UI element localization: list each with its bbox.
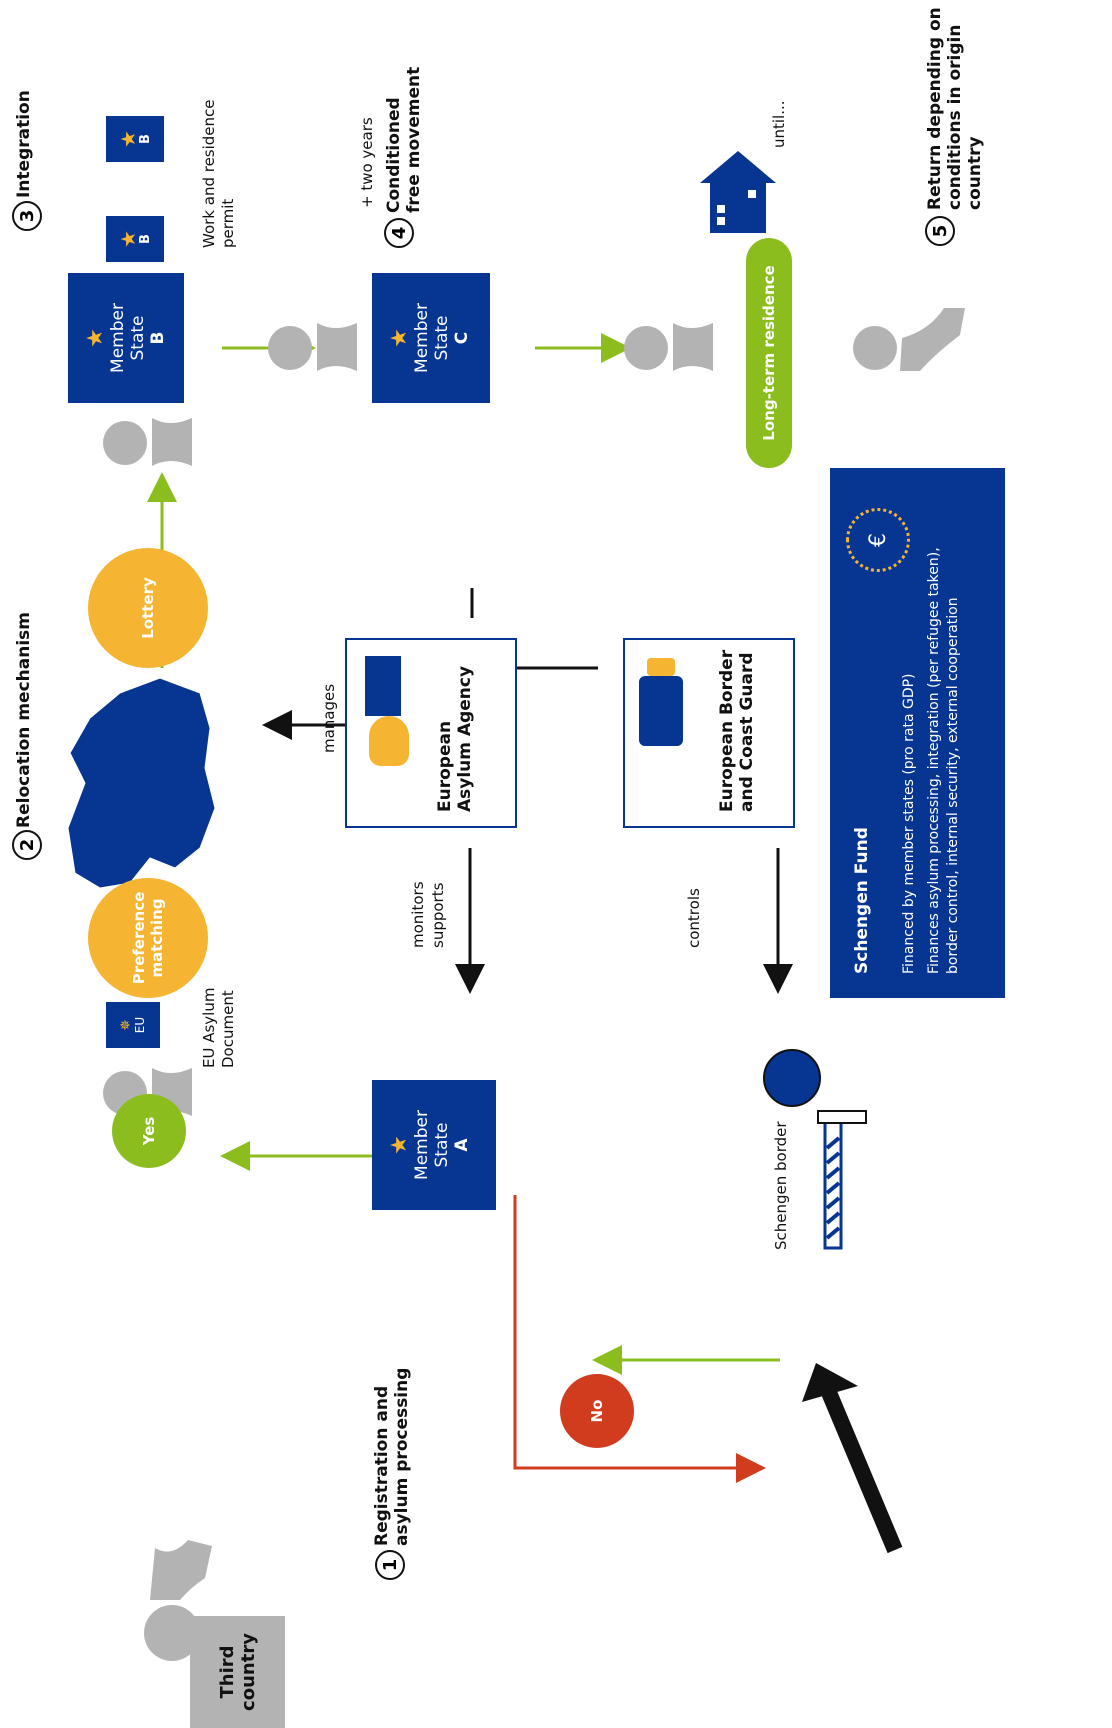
step-1-label-line1: Registration and [372,1385,392,1546]
third-country-line2: country [237,1633,259,1711]
member-state-c-line1: Member [412,303,432,373]
third-country-box: Third country [190,1616,285,1728]
eu-asylum-doc-badge: ✵ EU [106,1002,160,1048]
step-3-number: 3 [12,201,42,231]
step-2-number: 2 [12,830,42,860]
third-country-line1: Third [216,1645,238,1699]
coast-guard-label: European Border and Coast Guard [717,650,757,812]
permit-code-2: B [137,134,153,144]
star-icon: ★ [115,130,140,148]
member-state-a-code: A [452,1138,472,1152]
guard-icon [639,676,683,746]
preference-line2: matching [148,898,166,978]
permit-line2: permit [219,198,237,248]
manages-label: manages [320,683,338,753]
member-state-a-line1: Member [412,1110,432,1180]
step-1-number: 1 [375,1550,405,1580]
hand-icon [369,716,409,766]
eu-stars-icon: ✵ [118,1019,134,1031]
member-state-c-line2: State [432,315,452,361]
member-state-b: ★ Member State B [68,273,184,403]
entry-arrow [817,1379,903,1554]
step-4-label: Conditioned free movement [384,67,424,213]
controls-label: controls [685,888,703,948]
supports-label: supports [429,882,447,948]
asylum-agency-box: European Asylum Agency [345,638,517,828]
monitors-supports-label: monitors supports [408,881,448,948]
person-icon [853,308,965,371]
eu-badge-label: EU [133,1016,147,1034]
asylum-agency-line1: European [435,720,455,812]
asylum-agency-line2: Asylum Agency [455,665,475,812]
preference-matching-circle: Preference matching [88,878,208,998]
no-circle: No [560,1374,634,1448]
step-5-label: Return depending on conditions in origin… [925,7,985,210]
permit-label: Work and residence permit [200,99,238,248]
step-4-number: 4 [384,218,414,248]
step-5-number: 5 [925,216,955,246]
schengen-fund-line2: Finances asylum processing, integration … [926,547,942,974]
permit-card-2: ★ B [106,116,164,162]
step-4-label-line1: Conditioned [384,97,404,213]
monitors-label: monitors [409,881,427,948]
schengen-fund-line3: border control, internal security, exter… [945,597,961,974]
eu-asylum-doc-label: EU Asylum Document [200,988,238,1068]
schengen-border-label: Schengen border [772,1121,790,1250]
star-icon: ★ [83,328,108,348]
coast-guard-line2: and Coast Guard [737,652,757,812]
asylum-agency-label: European Asylum Agency [435,666,475,812]
step-1-label-line2: asylum processing [392,1367,412,1546]
step-1-label: Registration and asylum processing [372,1368,412,1546]
person-icon [624,323,713,371]
member-state-b-line1: Member [108,303,128,373]
schengen-fund-line1: Financed by member states (pro rata GDP) [901,673,917,974]
member-state-c: ★ Member State C [372,273,490,403]
member-state-c-code: C [452,331,472,345]
preference-line1: Preference [130,891,148,985]
until-label: until... [770,100,788,148]
person-icon [103,418,192,466]
step-4-label-line2: free movement [404,66,424,213]
eu-asylum-doc-line2: Document [219,990,237,1068]
star-icon: ★ [115,230,140,248]
coast-guard-box: European Border and Coast Guard [623,638,795,828]
lottery-circle: Lottery [88,548,208,668]
step-5-label-line3: country [965,136,985,210]
house-icon [700,151,776,233]
schengen-barrier [763,1049,867,1250]
hand-sleeve-icon [365,656,401,716]
star-icon: ★ [387,1135,412,1155]
euro-stars-icon: € [846,508,910,572]
star-icon: ★ [387,328,412,348]
permit-card-1: ★ B [106,216,164,262]
rejection-path [513,1195,766,1483]
member-state-b-code: B [148,331,168,345]
member-state-a: ★ Member State A [372,1080,496,1210]
eu-map [67,677,216,889]
coast-guard-line1: European Border [717,649,737,812]
step-2-label: Relocation mechanism [14,612,34,828]
permit-line1: Work and residence [200,99,218,248]
step-3-label: Integration [14,90,34,198]
yes-circle: Yes [112,1094,186,1168]
long-term-residence-pill: Long-term residence [746,238,792,468]
person-icon [268,323,357,371]
step-5-label-line1: Return depending on [925,7,945,210]
two-years-label: + two years [358,117,376,208]
guard-face-icon [647,658,675,676]
person-icon [144,1540,212,1661]
permit-code-1: B [137,234,153,244]
eu-asylum-doc-line1: EU Asylum [200,987,218,1068]
member-state-a-line2: State [432,1122,452,1168]
member-state-b-line2: State [128,315,148,361]
schengen-fund-box: Schengen Fund Financed by member states … [830,468,1005,998]
step-5-label-line2: conditions in origin [945,24,965,210]
